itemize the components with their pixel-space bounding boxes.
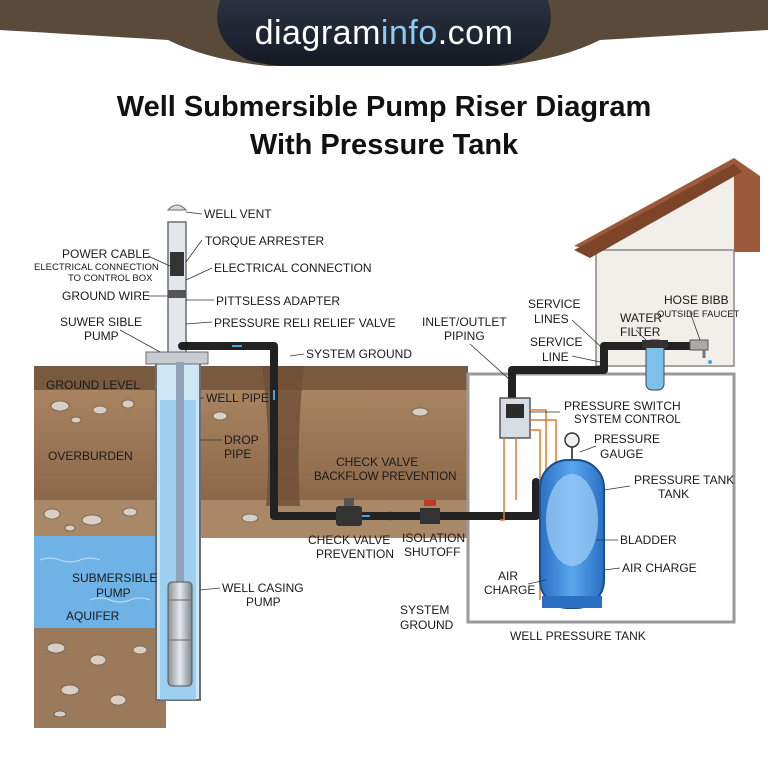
pressure-tank — [539, 432, 605, 609]
label-air-charge-left-2: CHARGE — [484, 583, 535, 597]
label-to-control-box: TO CONTROL BOX — [68, 273, 153, 284]
isolation-valve — [420, 500, 440, 524]
label-isolation-1: ISOLATION — [402, 531, 465, 545]
label-air-charge-right: AIR CHARGE — [622, 561, 697, 575]
page-title: Well Submersible Pump Riser Diagram With… — [0, 88, 768, 164]
water-filter — [642, 339, 668, 391]
label-pressure-gauge-1: PRESSURE — [594, 432, 660, 446]
label-check-valve-bottom-2: PREVENTION — [316, 547, 394, 561]
label-ground-wire: GROUND WIRE — [62, 289, 150, 303]
label-pressure-relief-valve: PRESSURE RELI RELIEF VALVE — [214, 316, 396, 330]
label-inlet-outlet-1: INLET/OUTLET — [422, 315, 507, 329]
brand-logo[interactable]: diagraminfo.com — [0, 14, 768, 53]
label-check-valve-bottom-1: CHECK VALVE — [308, 533, 390, 547]
label-submersible-pump-1: SUBMERSIBLE — [72, 571, 157, 585]
label-check-valve-mid-2: BACKFLOW PREVENTION — [314, 471, 457, 483]
label-aquifer: AQUIFER — [66, 609, 120, 623]
soil-strata — [34, 366, 468, 728]
label-overburden: OVERBURDEN — [48, 449, 133, 463]
label-hose-bibb: HOSE BIBB — [664, 293, 729, 307]
label-water-filter-1: WATER — [620, 311, 662, 325]
label-check-valve-mid-1: CHECK VALVE — [336, 455, 418, 469]
label-pressure-switch-2: SYSTEM CONTROL — [574, 414, 681, 426]
label-system-ground-bottom-2: GROUND — [400, 618, 454, 632]
label-system-ground-bottom-1: SYSTEM — [400, 603, 449, 617]
header-banner — [0, 0, 768, 66]
label-well-casing-1: WELL CASING — [222, 581, 304, 595]
label-pressure-tank-2: TANK — [658, 487, 689, 501]
discharge-piping — [178, 342, 704, 520]
label-pressure-switch-1: PRESSURE SWITCH — [564, 399, 681, 413]
label-service-lines-2: LINES — [534, 312, 569, 326]
label-outside-faucet: OUTSIDE FAUCET — [657, 309, 740, 320]
label-submersible-pump-2: PUMP — [96, 586, 131, 600]
label-service-line-2: LINE — [542, 350, 569, 364]
hose-bibb-faucet — [689, 339, 712, 364]
label-pitless-adapter: PITTSLESS ADAPTER — [216, 294, 340, 308]
label-well-vent: WELL VENT — [204, 207, 272, 221]
label-power-cable: POWER CABLE — [62, 247, 150, 261]
title-line-1: Well Submersible Pump Riser Diagram — [116, 91, 652, 123]
label-system-ground-top: SYSTEM GROUND — [306, 347, 412, 361]
label-service-lines-1: SERVICE — [528, 297, 580, 311]
check-valve — [336, 498, 362, 526]
label-drop-pipe-2: PIPE — [224, 447, 251, 461]
leader-lines — [119, 211, 701, 591]
pressure-switch — [499, 397, 531, 439]
brand-main: diagram — [254, 14, 381, 52]
label-water-filter-2: FILTER — [620, 325, 661, 339]
label-pressure-gauge-2: GAUGE — [600, 447, 643, 461]
submersible-pump-unit — [167, 581, 193, 687]
label-isolation-2: SHUTOFF — [404, 545, 460, 559]
label-electrical-connection: ELECTRICAL CONNECTION — [214, 261, 372, 275]
label-well-casing-2: PUMP — [246, 595, 281, 609]
brand-tail: .com — [437, 14, 514, 52]
label-service-line-1: SERVICE — [530, 335, 582, 349]
label-torque-arrester: TORQUE ARRESTER — [205, 234, 324, 248]
label-ground-level: GROUND LEVEL — [46, 378, 140, 392]
title-line-2: With Pressure Tank — [249, 129, 519, 161]
label-inlet-outlet-2: PIPING — [444, 329, 485, 343]
house — [574, 158, 760, 367]
label-well-pressure-tank: WELL PRESSURE TANK — [510, 629, 646, 643]
label-well-pipe: WELL PIPE — [206, 391, 269, 405]
diagram-labels: WELL VENT TORQUE ARRESTER POWER CABLE EL… — [34, 207, 740, 643]
label-submersible-pump-top-1: SUWER SIBLE — [60, 315, 142, 329]
label-pressure-tank-1: PRESSURE TANK — [634, 473, 734, 487]
label-submersible-pump-top-2: PUMP — [84, 329, 119, 343]
label-bladder: BLADDER — [620, 533, 677, 547]
brand-accent: info — [380, 14, 438, 52]
label-electrical-connection-box: ELECTRICAL CONNECTION — [34, 262, 159, 273]
label-air-charge-left-1: AIR — [498, 569, 518, 583]
well-casing — [145, 204, 209, 701]
label-drop-pipe-1: DROP — [224, 433, 259, 447]
